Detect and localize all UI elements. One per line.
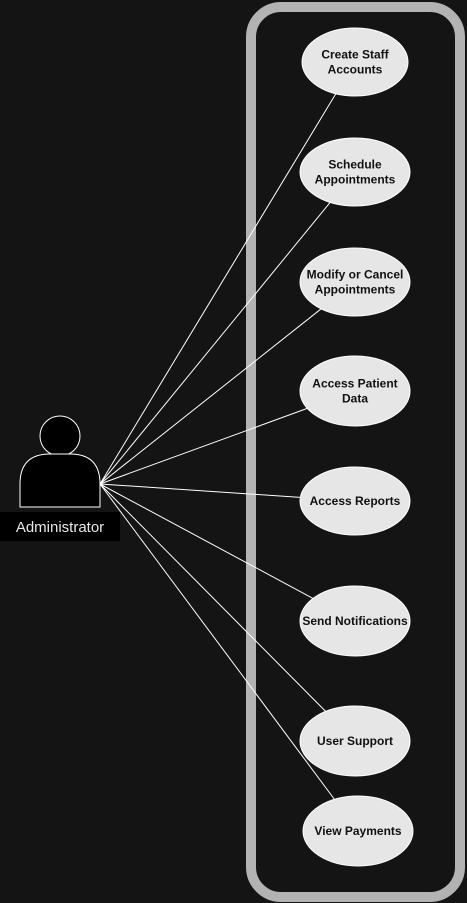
use-case-label: Appointments [315,173,396,187]
use-case-group: Create StaffAccountsScheduleAppointments… [299,27,414,867]
association-line-modify-or-cancel-appointments [99,308,322,485]
use-case-user-support: User Support [299,705,411,777]
association-line-access-patient-data [99,407,308,485]
use-case-ellipse [299,705,411,777]
use-case-view-payments: View Payments [302,795,414,867]
association-line-user-support [99,483,326,712]
use-case-label: Access Patient [312,377,397,391]
use-case-label: User Support [317,734,393,748]
use-case-label: Create Staff [321,48,389,62]
use-case-send-notifications: Send Notifications [299,585,411,657]
use-case-ellipse [299,355,411,427]
use-case-label: Send Notifications [302,614,408,628]
association-line-view-payments [99,483,335,800]
association-line-access-reports [99,483,301,498]
use-case-label: Appointments [315,283,396,297]
use-case-ellipse [301,27,409,97]
use-case-label: View Payments [314,824,401,838]
use-case-label: Modify or Cancel [307,268,404,282]
use-case-label: Schedule [328,158,382,172]
actor-body [19,453,101,508]
association-line-send-notifications [99,483,314,599]
actor-label: Administrator [16,519,104,536]
actor-head [39,415,81,457]
use-case-access-reports: Access Reports [299,466,411,536]
use-case-label: Data [342,392,368,406]
use-case-ellipse [302,795,414,867]
association-line-schedule-appointments [99,202,331,485]
use-case-ellipse [299,585,411,657]
actor-label-box [0,512,120,541]
use-case-label: Accounts [328,63,383,77]
association-line-create-staff-accounts [99,93,337,485]
use-case-ellipse [299,247,411,317]
actor-administrator: Administrator [0,415,120,541]
use-case-ellipse [299,466,411,536]
use-case-label: Access Reports [310,494,401,508]
use-case-ellipse [299,137,411,207]
system-boundary [246,2,465,902]
association-lines [99,93,337,800]
